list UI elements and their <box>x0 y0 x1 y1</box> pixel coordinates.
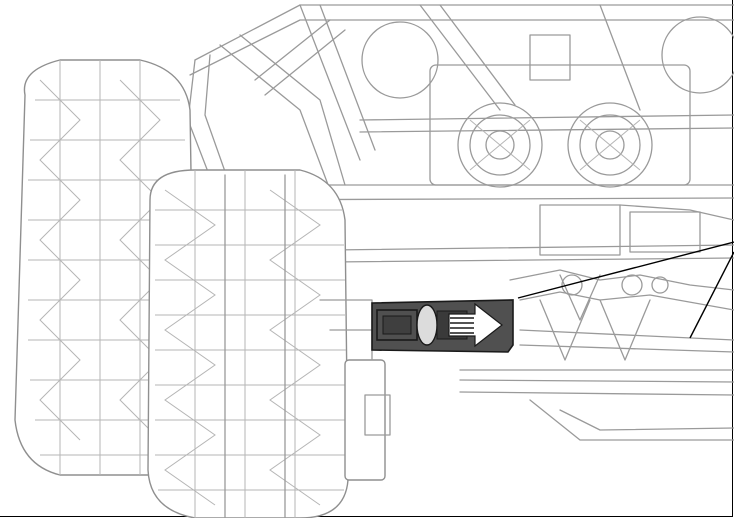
roll-cage <box>187 4 734 191</box>
front-tire <box>147 169 349 518</box>
callout-line-lower <box>689 251 734 339</box>
motor-fans <box>361 16 734 188</box>
wheel-hub <box>319 299 391 481</box>
highlighted-module <box>371 299 514 353</box>
front-suspension <box>459 269 734 441</box>
callout-line-upper <box>517 241 734 299</box>
slide-direction-arrow-icon <box>448 302 503 348</box>
callout-lines <box>517 241 734 339</box>
module-cap <box>416 304 438 346</box>
